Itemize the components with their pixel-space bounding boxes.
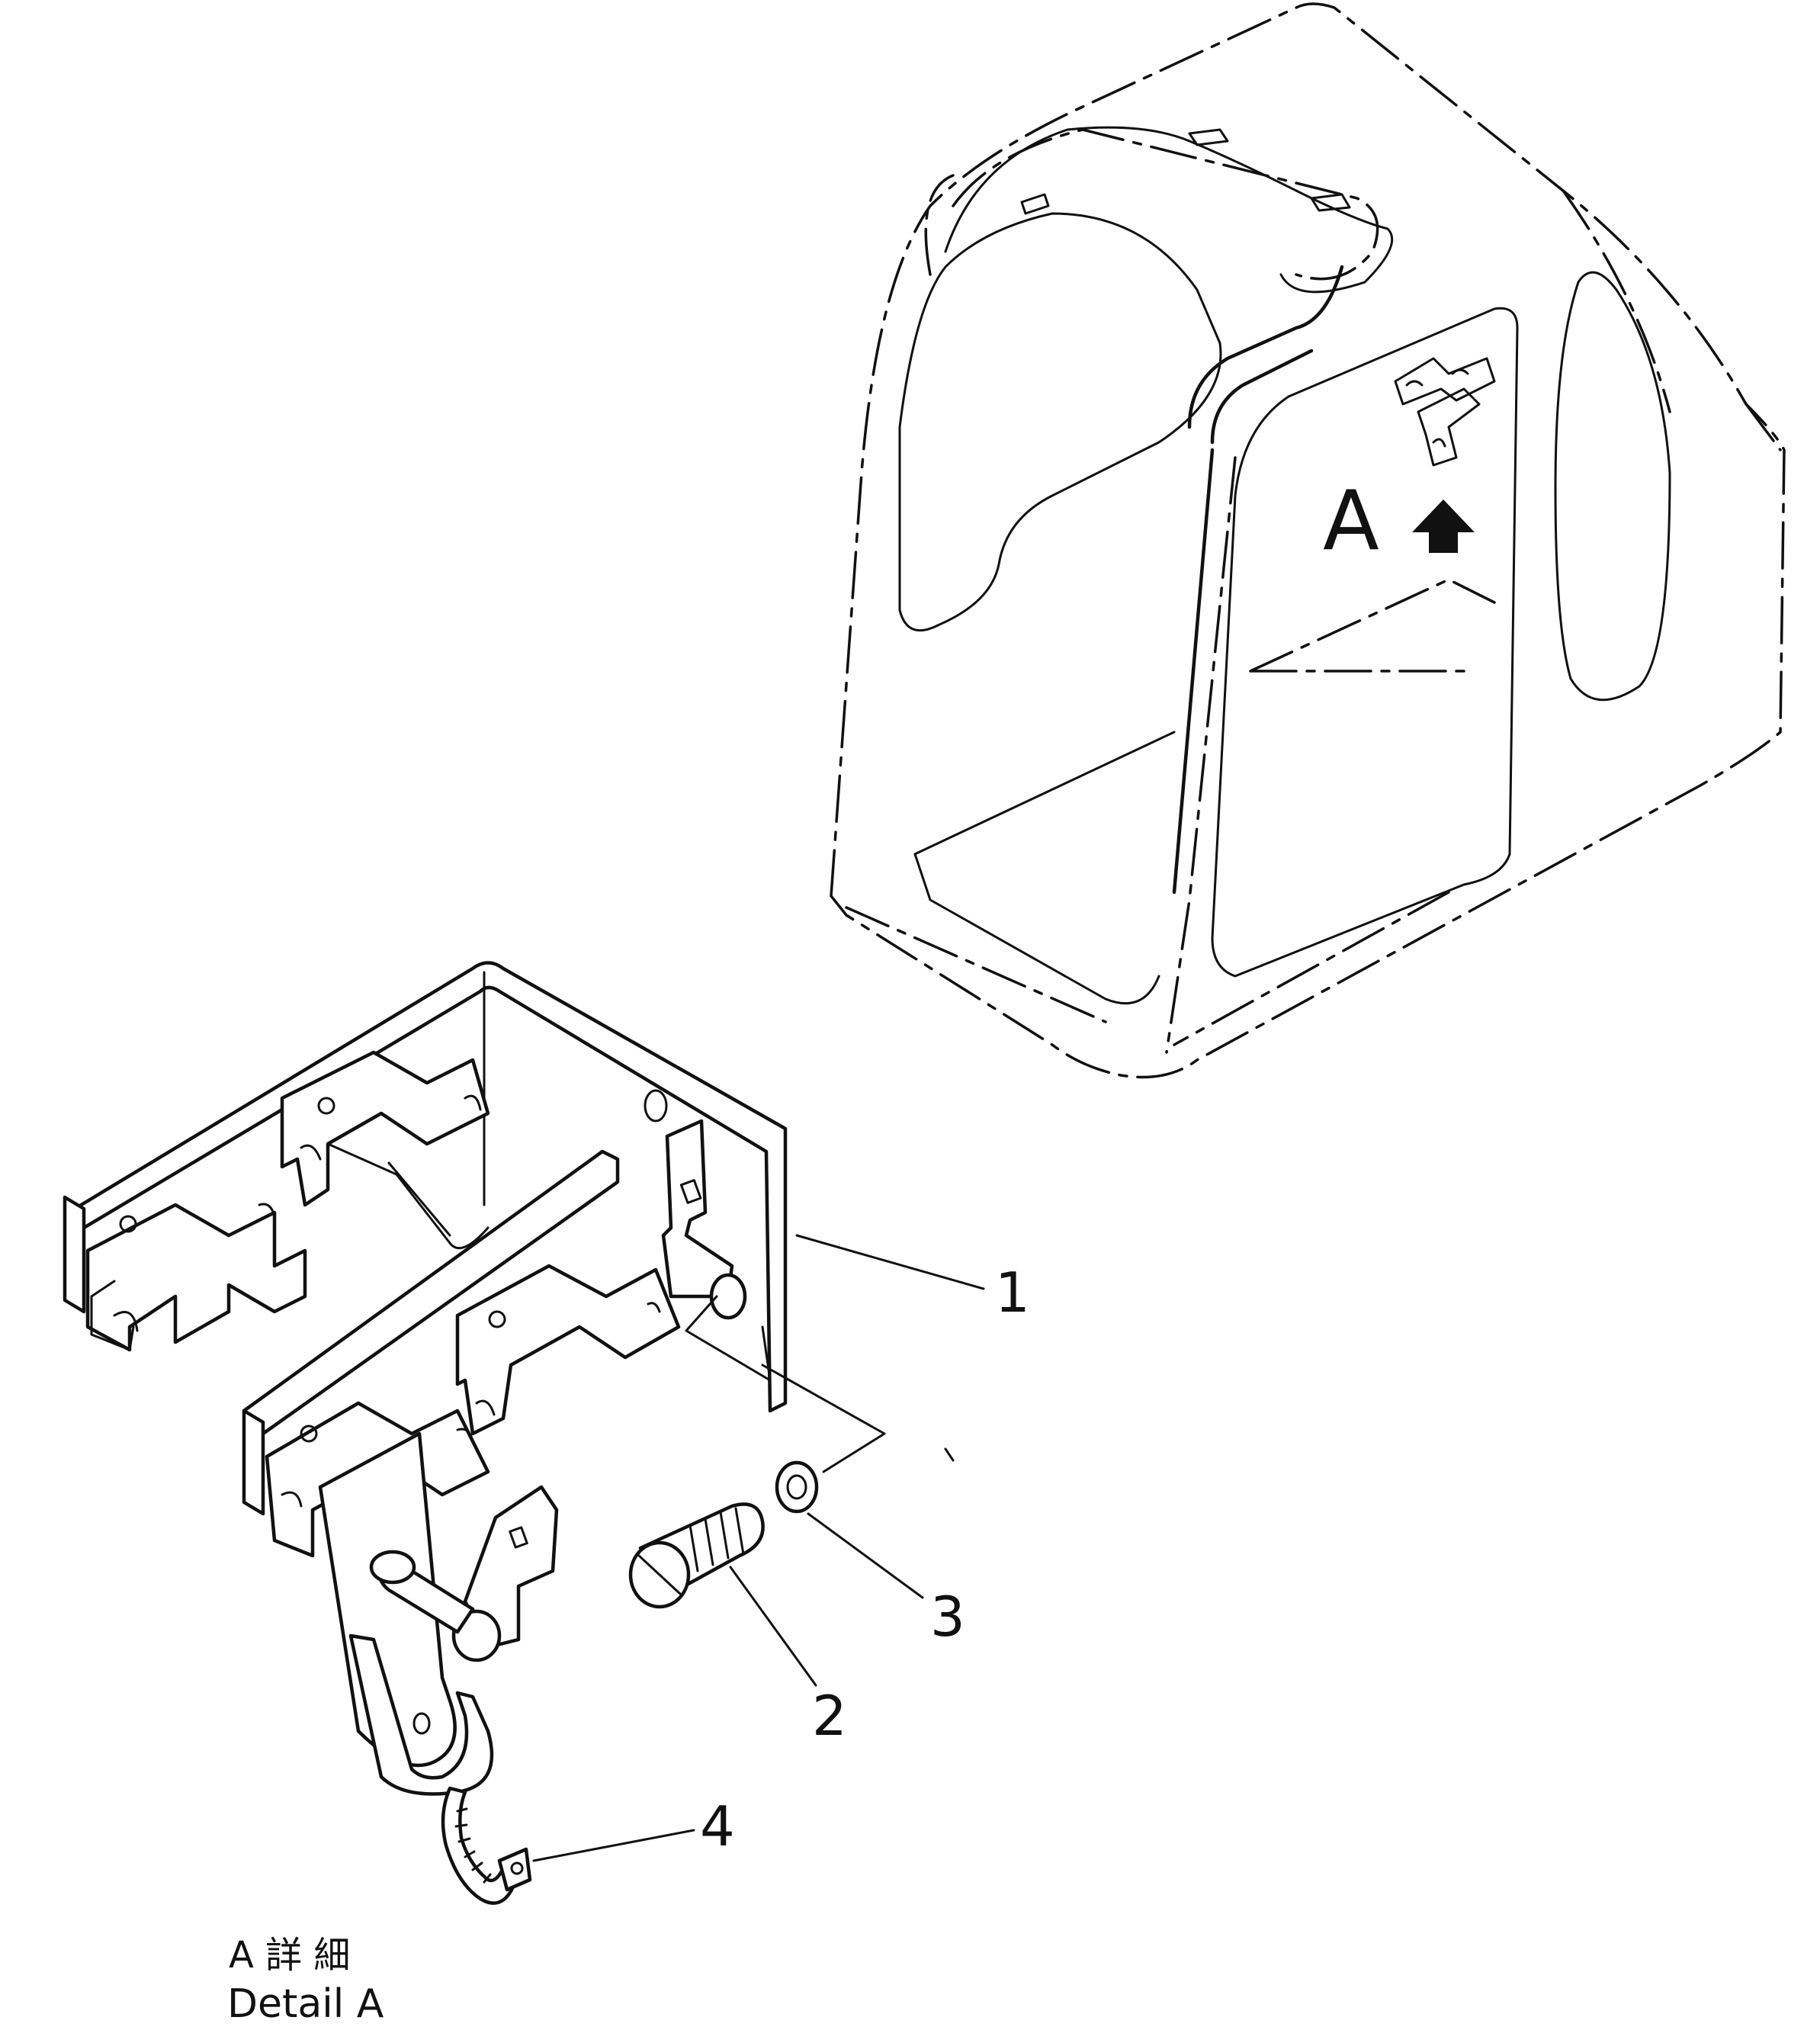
detail-a-location [1394, 357, 1496, 467]
arrow-up-icon [1412, 499, 1475, 553]
cable-tie [441, 1786, 695, 1905]
caption-japanese: A 詳 細 [229, 1934, 350, 1977]
washer [761, 1364, 955, 1599]
caption-english: Detail A [227, 1981, 384, 2027]
view-label: A [1323, 474, 1379, 569]
part-number-1: 1 [995, 1261, 1030, 1325]
part-number-4: 4 [700, 1794, 735, 1858]
part-number-3: 3 [930, 1585, 965, 1649]
bolt [628, 1502, 817, 1687]
bracket-assembly [63, 961, 985, 1796]
part-number-2: 2 [812, 1684, 847, 1748]
cab-outline: A [830, 2, 1786, 1079]
